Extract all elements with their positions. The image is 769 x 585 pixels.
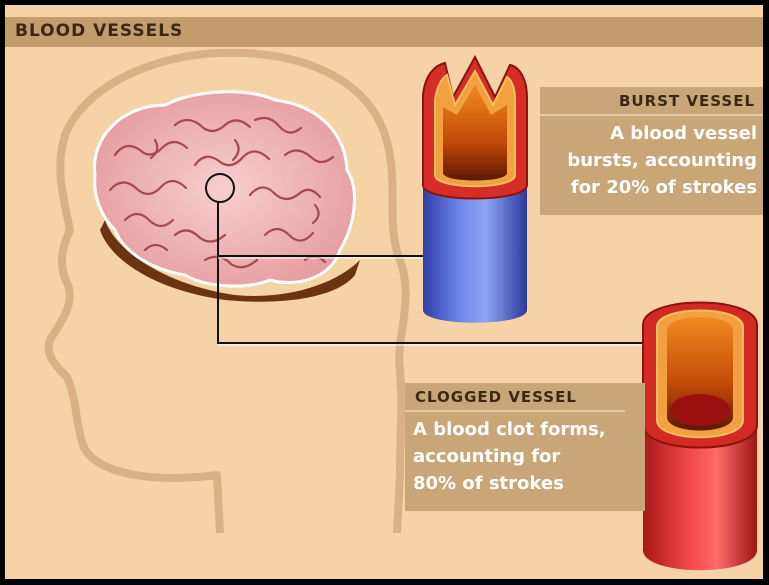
- clogged-line: accounting for: [413, 443, 638, 470]
- burst-line: for 20% of strokes: [542, 174, 757, 201]
- burst-line: A blood vessel: [542, 120, 757, 147]
- divider: [540, 114, 763, 116]
- clogged-vessel-description: A blood clot forms, accounting for 80% o…: [413, 416, 638, 497]
- burst-vessel-description: A blood vessel bursts, accounting for 20…: [542, 120, 757, 201]
- clogged-line: 80% of strokes: [413, 470, 638, 497]
- burst-vessel-panel: BURST VESSEL A blood vessel bursts, acco…: [540, 87, 763, 215]
- infographic-frame: BLOOD VESSELS: [5, 5, 763, 579]
- burst-line: bursts, accounting: [542, 147, 757, 174]
- clogged-vessel-icon: [643, 303, 757, 571]
- divider: [405, 410, 625, 412]
- burst-vessel-heading: BURST VESSEL: [619, 92, 755, 110]
- clogged-line: A blood clot forms,: [413, 416, 638, 443]
- clogged-vessel-panel: CLOGGED VESSEL A blood clot forms, accou…: [405, 383, 645, 511]
- clogged-vessel-heading: CLOGGED VESSEL: [415, 388, 577, 406]
- burst-vessel-icon: [423, 57, 527, 323]
